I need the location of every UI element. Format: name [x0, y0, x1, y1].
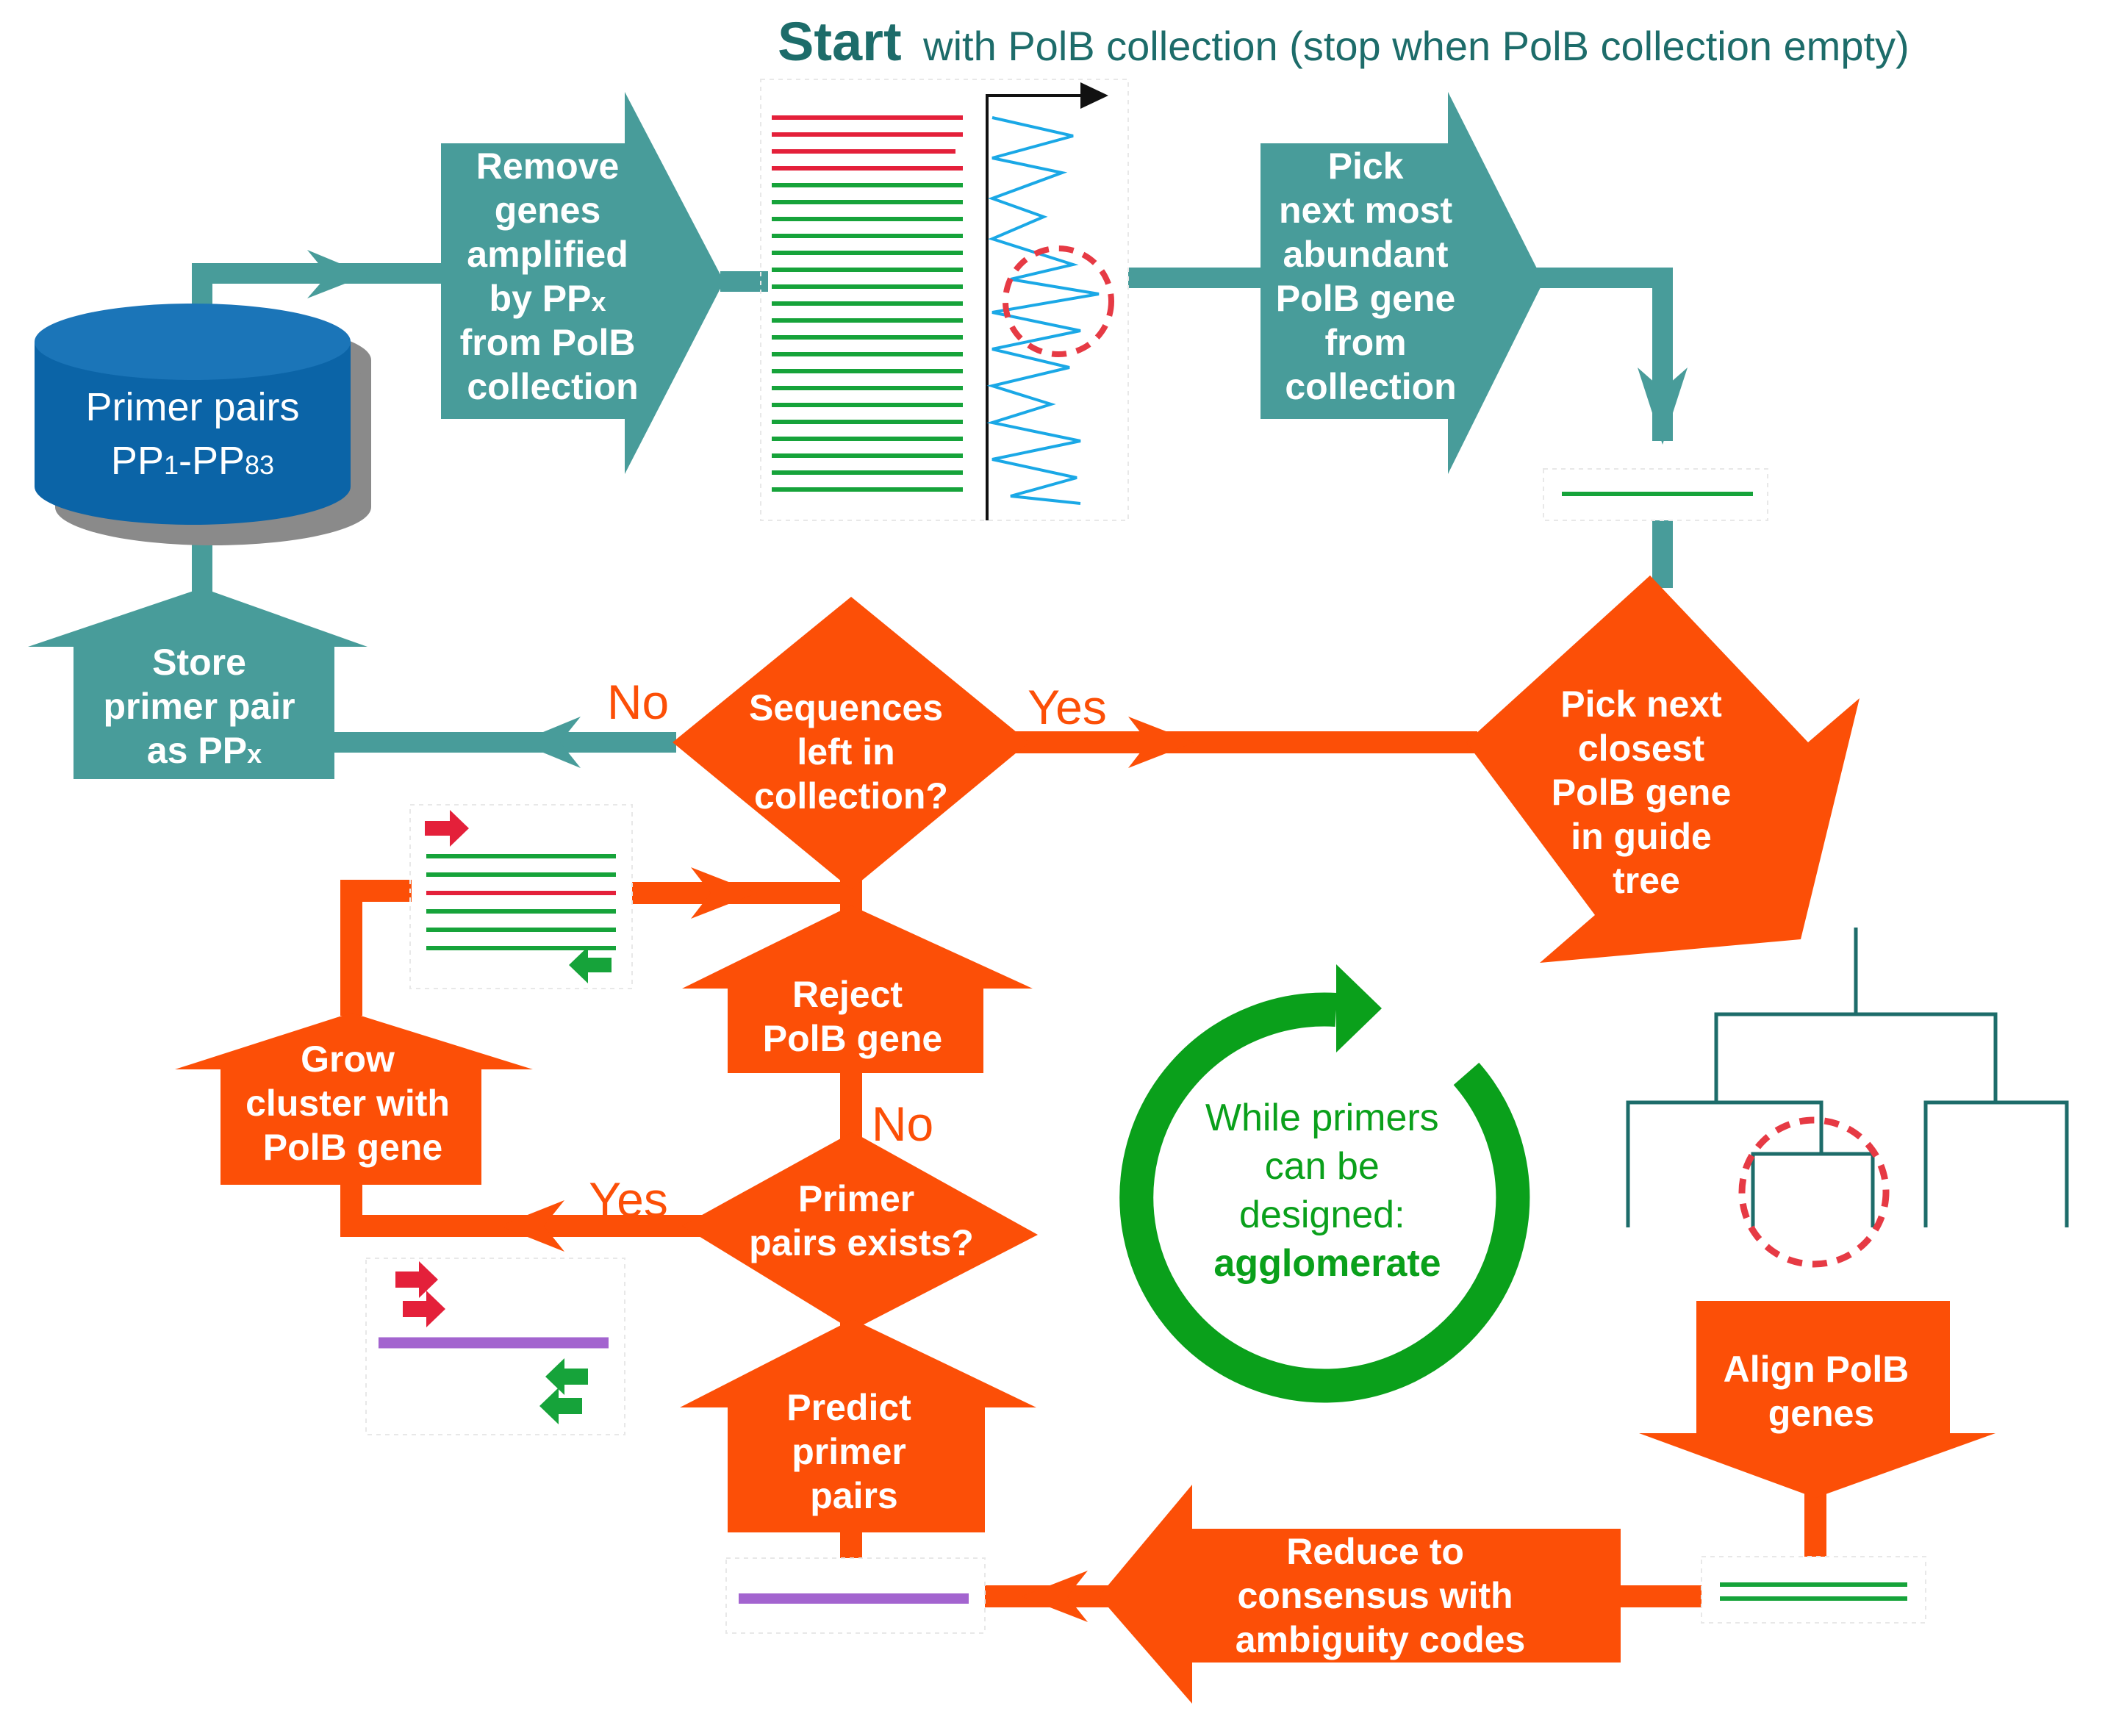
- loop-text: While primers can be designed: agglomera…: [1205, 1097, 1449, 1285]
- sequence-lines: [772, 115, 963, 492]
- database-range: PP1-PP83: [111, 439, 274, 483]
- reduce-consensus-text: Reduce to consensus with ambiguity codes: [1236, 1531, 1526, 1660]
- title: Start with PolB collection (stop when Po…: [778, 11, 1909, 72]
- circular-arrow-icon: [1119, 992, 1530, 1403]
- arrowhead-db-right: [307, 250, 367, 298]
- align-genes-text: Align PolB genes: [1724, 1349, 1920, 1434]
- forward-primer-icon: [425, 810, 469, 847]
- decision-primer-text: Primer pairs exists?: [749, 1178, 974, 1263]
- database-label: Primer pairs: [85, 385, 299, 429]
- connector-yes-to-grow: [340, 1180, 706, 1237]
- remove-genes-arrow: [441, 92, 724, 474]
- arrowhead-no-left: [518, 717, 581, 768]
- arrowhead-yes-right: [1128, 717, 1194, 768]
- reverse-primer-icon: [569, 947, 612, 983]
- loop-arrowhead-icon: [1336, 964, 1382, 1052]
- arrowhead-yes-left: [500, 1200, 564, 1252]
- aligned-genes: [1701, 1556, 1926, 1624]
- predict-primer-arrow: [680, 1319, 1036, 1532]
- primer-mapping: [365, 1258, 625, 1435]
- sequence-collection: [760, 79, 1129, 521]
- decision-sequences-left: [673, 597, 1029, 889]
- label-no-top: No: [607, 675, 669, 729]
- decision-primer-exists: [682, 1132, 1038, 1330]
- forward-primer-icon-1: [395, 1261, 438, 1298]
- arrowhead-pick-down: [1638, 367, 1688, 445]
- pick-closest-text: Pick next closest PolB gene in guide tre…: [1552, 684, 1741, 901]
- axis-arrowhead-icon: [1080, 82, 1108, 109]
- pick-abundant-arrow: [1261, 92, 1543, 474]
- reverse-primer-icon-2: [539, 1388, 582, 1424]
- picked-gene: [1543, 468, 1768, 521]
- remove-genes-text: Remove genes amplified by PPx from PolB …: [460, 146, 646, 407]
- reject-gene-text: Reject PolB gene: [763, 974, 942, 1059]
- chromatogram-trace: [986, 116, 1100, 505]
- label-no-mid: No: [872, 1097, 933, 1151]
- database-cylinder-icon: [35, 304, 371, 545]
- connector-db-to-remove: [192, 263, 448, 309]
- grow-cluster-arrow: [175, 1013, 533, 1185]
- store-primer-arrow: [28, 588, 367, 779]
- highlight-circle-tree: [1738, 1116, 1890, 1268]
- connector-grow-loop: [340, 880, 412, 1016]
- title-strong: Start: [778, 11, 902, 72]
- predict-primer-text: Predict primer pairs: [786, 1387, 921, 1516]
- pick-closest-arrow: [1466, 575, 1860, 963]
- grow-cluster-text: Grow cluster with PolB gene: [245, 1039, 460, 1168]
- highlight-circle-abundant: [1003, 245, 1114, 357]
- reject-gene-arrow: [682, 905, 1033, 1073]
- chromatogram-axis: [986, 94, 1084, 520]
- guide-tree-icon: [1626, 928, 2069, 1227]
- store-primer-text: Store primer pair as PPx: [103, 642, 305, 771]
- forward-primer-icon-2: [403, 1291, 445, 1327]
- reverse-primer-icon-1: [545, 1358, 588, 1395]
- arrowhead-reduce-left: [1022, 1571, 1088, 1622]
- title-rest: with PolB collection (stop when PolB col…: [922, 23, 1909, 69]
- label-yes-top: Yes: [1028, 680, 1107, 734]
- pick-abundant-text: Pick next most abundant PolB gene from c…: [1276, 146, 1466, 407]
- database-line-1: Primer pairs: [85, 385, 299, 429]
- reduce-consensus-arrow: [1099, 1485, 1621, 1704]
- arrowhead-cluster-right: [691, 867, 757, 919]
- consensus-sequence: [725, 1557, 986, 1634]
- label-yes-mid: Yes: [589, 1172, 668, 1227]
- decision-sequences-text: Sequences left in collection?: [749, 687, 953, 817]
- cluster-alignment: [409, 804, 633, 989]
- align-genes-arrow: [1639, 1301, 1995, 1498]
